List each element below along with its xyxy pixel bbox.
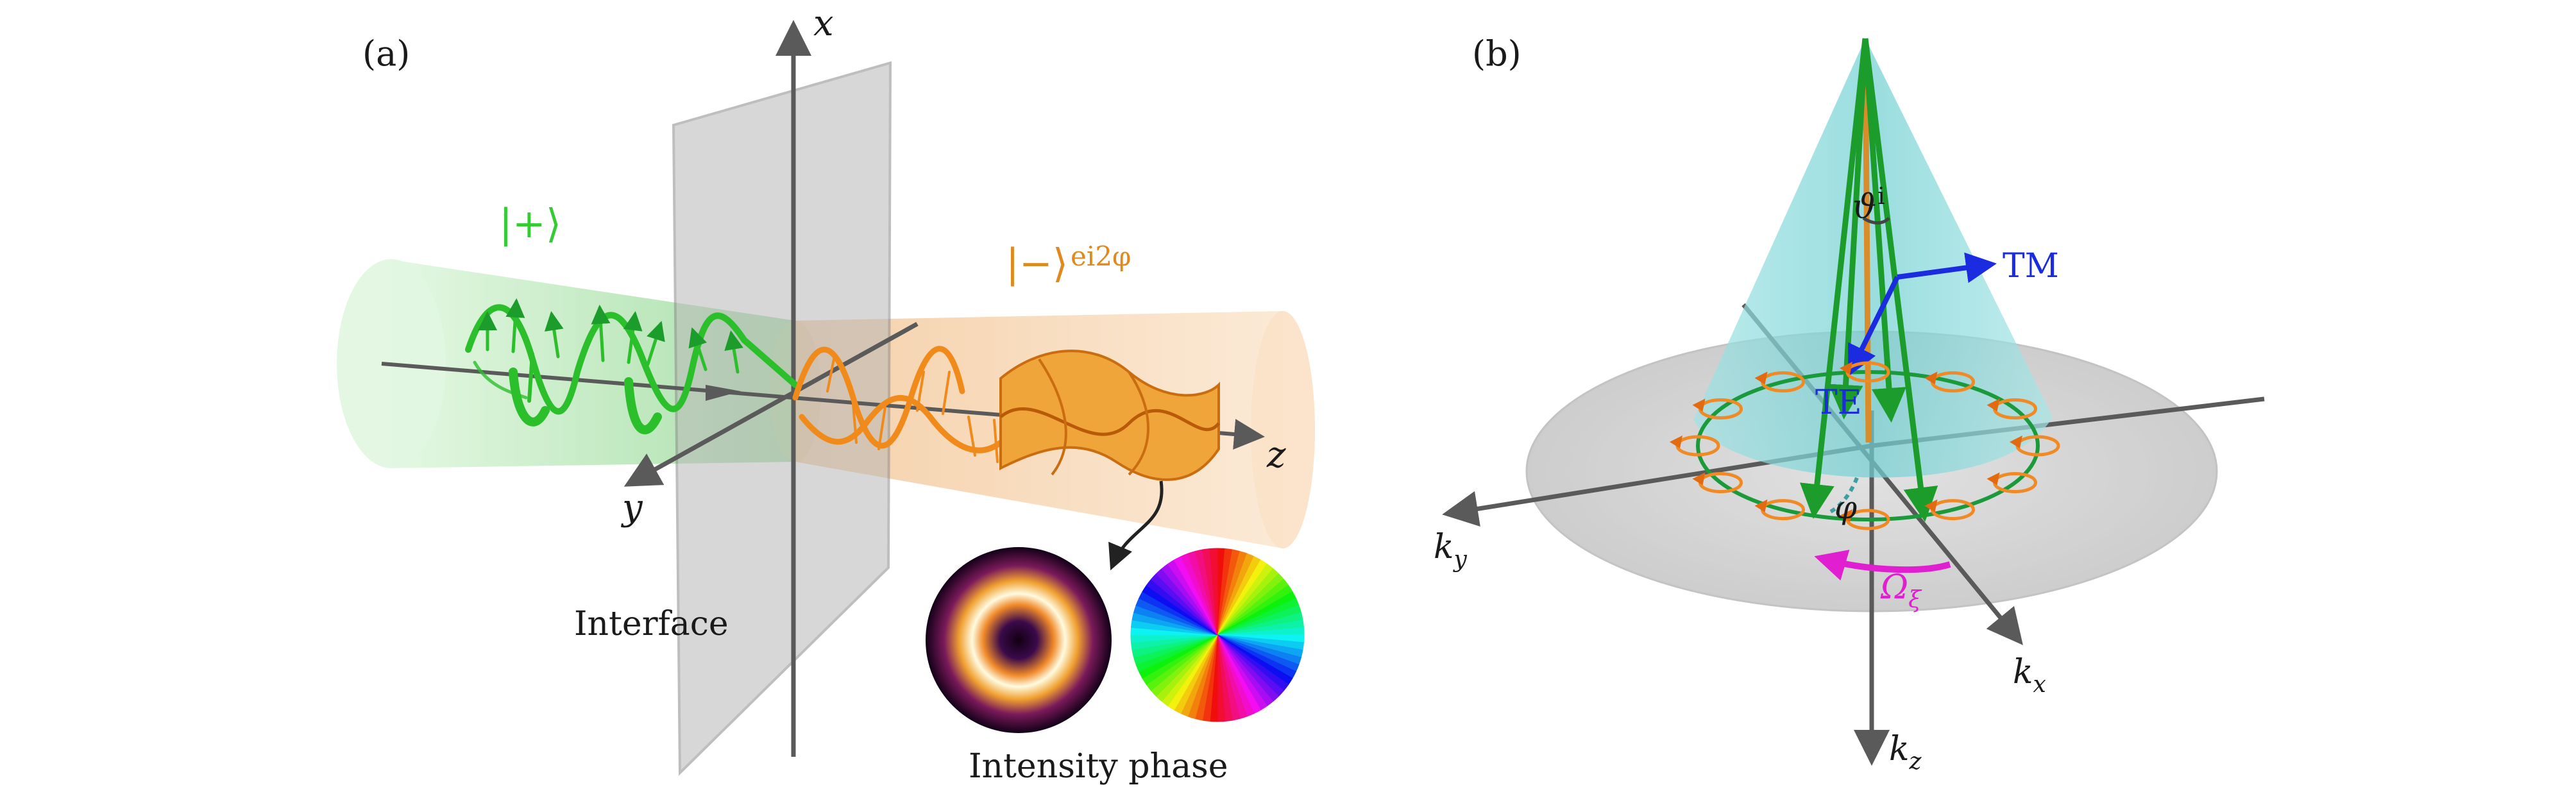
- panel-a-label: (a): [362, 33, 410, 74]
- a-z-mid-arrow: [706, 385, 741, 401]
- interface-label: Interface: [574, 605, 729, 643]
- te-label: TE: [1815, 384, 1862, 422]
- ky-label: ky: [1434, 528, 1468, 573]
- tm-label: TM: [2003, 247, 2059, 285]
- spin-loop-arrowhead: [1840, 362, 1852, 375]
- inset-pointer-arrow: [1108, 480, 1164, 571]
- panel-b: (b): [1434, 33, 2265, 775]
- a-y-axis: [623, 321, 919, 487]
- intensity-ring-inset: [926, 547, 1112, 733]
- state-minus-label: |−⟩ei2φ: [1006, 240, 1131, 287]
- a-x-label: x: [813, 3, 834, 44]
- spin-loop-arrowhead: [2010, 435, 2022, 448]
- spin-loop-arrowhead: [1987, 398, 2000, 412]
- spin-loop-arrowhead: [1840, 509, 1852, 522]
- spin-loop-arrowhead: [1924, 499, 1938, 512]
- kz-label: kz: [1889, 730, 1922, 775]
- kx-label: kx: [2013, 653, 2046, 698]
- state-plus-label: |+⟩: [499, 200, 561, 247]
- orange-wave: [792, 346, 1004, 463]
- theta-arc: [1862, 216, 1890, 224]
- k-cone: [1693, 38, 2053, 478]
- spin-loop-arrowhead: [1754, 499, 1768, 512]
- spin-loop-arrowhead: [1670, 435, 1682, 448]
- tm-te-vectors: [1848, 252, 1997, 377]
- a-y-label: y: [620, 487, 643, 528]
- phi-label: φ: [1835, 489, 1857, 526]
- omega-label: Ωξ: [1880, 568, 1922, 613]
- orange-vortex-surface: [999, 350, 1220, 481]
- intensity-phase-caption: Intensity phase: [969, 747, 1228, 786]
- spin-loop-arrowhead: [1692, 472, 1706, 486]
- green-wave: [465, 298, 799, 435]
- theta-label: ϑi: [1852, 183, 1885, 226]
- spin-loops: [1670, 361, 2060, 530]
- panel-b-label: (b): [1472, 33, 1521, 74]
- phase-wheel-sector: [1209, 548, 1218, 636]
- a-z-label: z: [1266, 434, 1286, 476]
- phase-wheel-inset: [1130, 548, 1305, 722]
- phi-arc: [1827, 477, 1859, 515]
- spin-loop-arrowhead: [1987, 472, 2000, 486]
- spin-loop-arrowhead: [1754, 371, 1768, 385]
- omega-arrow: [1814, 550, 1951, 581]
- spin-loop-arrowhead: [1924, 371, 1938, 385]
- interface-plane: [672, 61, 892, 776]
- spin-loop-arrowhead: [1692, 398, 1706, 412]
- panel-a: (a): [337, 3, 1315, 786]
